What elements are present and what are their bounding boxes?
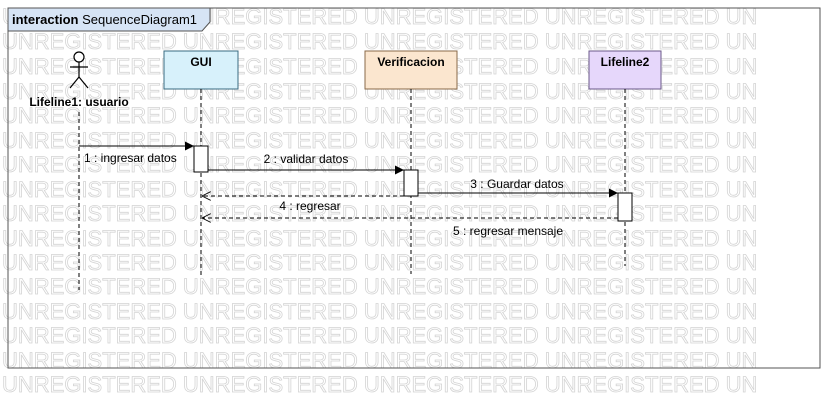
lifeline-lifeline2-head — [588, 50, 662, 90]
lifeline-gui[interactable]: GUI — [163, 50, 239, 90]
watermark-row: UNREGISTERED UNREGISTERED UNREGISTERED U… — [2, 372, 757, 397]
activation-verificacion — [403, 169, 419, 197]
message-1-label: 1 : ingresar datos — [84, 151, 177, 165]
watermark-row: UNREGISTERED UNREGISTERED UNREGISTERED U… — [2, 226, 757, 251]
watermark-row: UNREGISTERED UNREGISTERED UNREGISTERED U… — [2, 299, 757, 324]
message-1[interactable]: 1 : ingresar datos — [79, 141, 194, 165]
actor-usuario[interactable]: Lifeline1: usuario — [29, 51, 129, 109]
watermark-row: UNREGISTERED UNREGISTERED UNREGISTERED U… — [2, 348, 757, 373]
stick-figure-icon — [69, 51, 89, 89]
lifeline-lifeline2-label: Lifeline2 — [601, 55, 650, 69]
watermark-row: UNREGISTERED UNREGISTERED UNREGISTERED U… — [2, 201, 757, 226]
watermark-row: UNREGISTERED UNREGISTERED UNREGISTERED U… — [2, 29, 757, 54]
watermark-row: UNREGISTERED UNREGISTERED UNREGISTERED U… — [2, 274, 757, 299]
watermark-row: UNREGISTERED UNREGISTERED UNREGISTERED U… — [2, 177, 757, 202]
lifeline-verificacion-label: Verificacion — [377, 55, 444, 69]
message-2[interactable]: 2 : validar datos — [208, 152, 404, 175]
message-3[interactable]: 3 : Guardar datos — [418, 177, 618, 198]
message-3-label: 3 : Guardar datos — [470, 177, 563, 191]
lifeline-verificacion-head — [364, 50, 458, 90]
message-5[interactable]: 5 : regresar mensaje — [202, 218, 618, 238]
message-2-label: 2 : validar datos — [264, 152, 349, 166]
message-4-label: 4 : regresar — [279, 199, 340, 213]
actor-label: Lifeline1: usuario — [29, 95, 128, 109]
frame-title: interaction SequenceDiagram1 — [12, 12, 197, 27]
lifeline-gui-head — [163, 50, 239, 90]
frame-name: SequenceDiagram1 — [82, 12, 197, 27]
frame-tab — [7, 7, 211, 32]
lifeline-verificacion[interactable]: Verificacion — [364, 50, 458, 90]
interaction-frame — [7, 7, 821, 369]
lifeline-gui-label: GUI — [190, 55, 211, 69]
message-5-label: 5 : regresar mensaje — [453, 224, 563, 238]
message-4[interactable]: 4 : regresar — [202, 196, 404, 213]
watermark-row: UNREGISTERED UNREGISTERED UNREGISTERED U… — [2, 128, 757, 153]
activation-lifeline2 — [617, 192, 633, 222]
activation-gui — [193, 145, 209, 173]
lifeline-lifeline2[interactable]: Lifeline2 — [588, 50, 662, 90]
watermark-row: UNREGISTERED UNREGISTERED UNREGISTERED U… — [2, 152, 757, 177]
watermark-row: UNREGISTERED UNREGISTERED UNREGISTERED U… — [2, 323, 757, 348]
frame-keyword: interaction — [12, 12, 79, 27]
watermark-row: UNREGISTERED UNREGISTERED UNREGISTERED U… — [2, 250, 757, 275]
watermark-row: UNREGISTERED UNREGISTERED UNREGISTERED U… — [2, 103, 757, 128]
